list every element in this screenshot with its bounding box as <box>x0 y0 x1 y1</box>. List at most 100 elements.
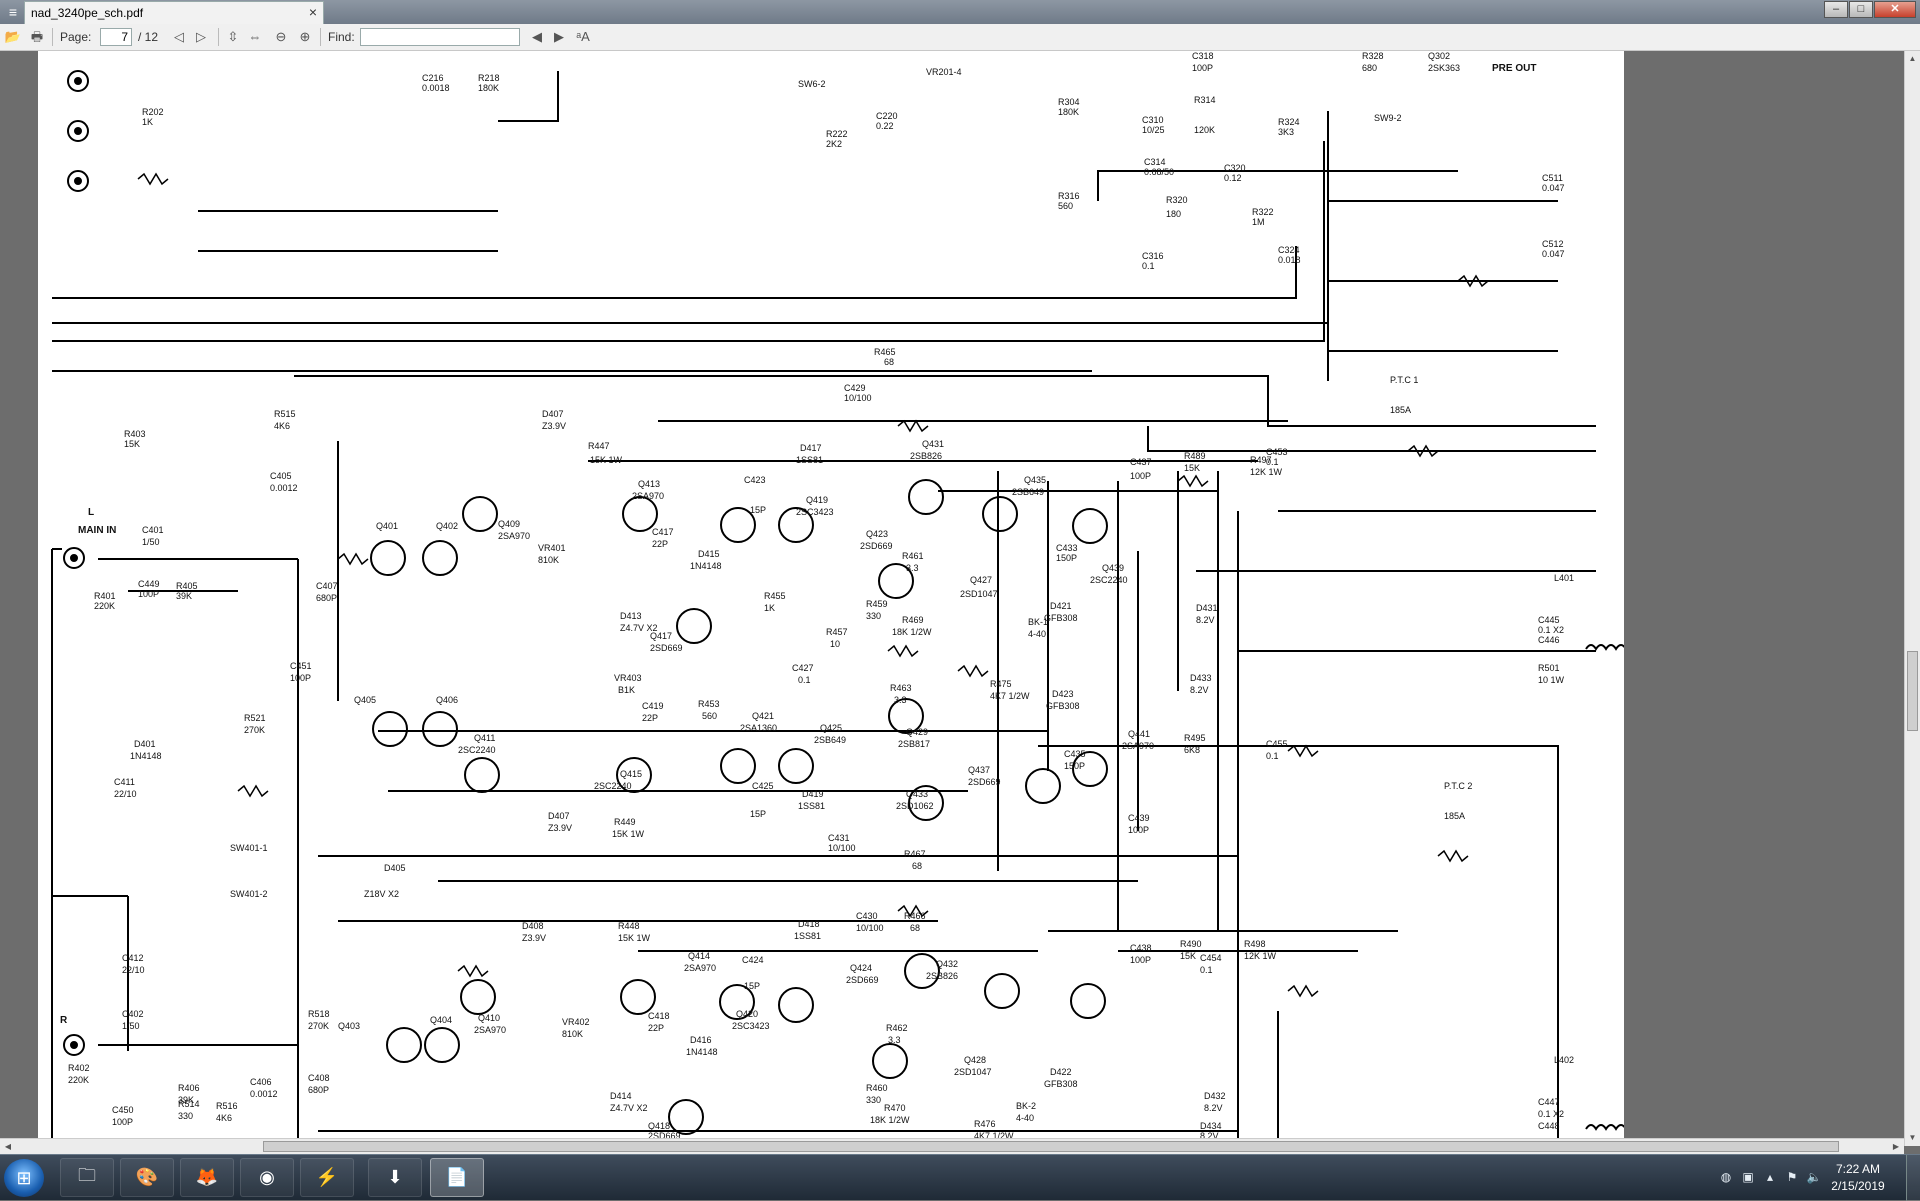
label-c310: C310 <box>1142 115 1164 125</box>
label-c450: C450 <box>112 1105 134 1115</box>
chrome-icon[interactable]: ◉ <box>240 1158 294 1197</box>
label-d401: D401 <box>134 739 156 749</box>
explorer-icon[interactable]: 🗀 <box>60 1158 114 1197</box>
label-c402: C402 <box>122 1009 144 1019</box>
label-r453: R453 <box>698 699 720 709</box>
horizontal-scroll-thumb[interactable] <box>263 1141 1839 1152</box>
label-d431-val: 8.2V <box>1196 615 1215 625</box>
title-bar: ≡ nad_3240pe_sch.pdf × – □ ✕ <box>0 0 1920 24</box>
label-d407b-val: Z3.9V <box>548 823 572 833</box>
open-icon[interactable]: 📂 <box>4 29 22 44</box>
document-viewport[interactable]: MAIN IN L R PRE OUT Q302 2SK363 R328 680… <box>0 51 1920 1146</box>
clock-date[interactable]: 2/15/2019 <box>1831 1179 1885 1193</box>
label-c435-val: 150P <box>1064 761 1085 771</box>
label-r316: R316 <box>1058 191 1080 201</box>
zoom-in-icon[interactable]: ⊕ <box>299 29 311 44</box>
label-d405-val: Z18V X2 <box>364 889 399 899</box>
find-input[interactable] <box>360 28 520 46</box>
label-d432: D432 <box>1204 1091 1226 1101</box>
app-tray-icon[interactable]: ▣ <box>1742 1170 1754 1184</box>
print-icon[interactable]: 🖶 <box>30 29 44 44</box>
label-c451: C451 <box>290 661 312 671</box>
pdf-reader-icon[interactable]: 📄 <box>430 1158 484 1197</box>
label-r462: R462 <box>886 1023 908 1033</box>
scroll-down-icon[interactable]: ▼ <box>1908 1133 1917 1142</box>
qbittorrent-icon[interactable]: ⬇ <box>368 1158 422 1197</box>
label-pre-out: PRE OUT <box>1492 63 1536 74</box>
scroll-up-icon[interactable]: ▲ <box>1908 54 1917 63</box>
label-q431-part: 2SB826 <box>910 451 942 461</box>
horizontal-scrollbar[interactable]: ◀ ▶ <box>0 1138 1904 1154</box>
tab-close-icon[interactable]: × <box>308 4 317 20</box>
minimize-button[interactable]: – <box>1824 1 1848 18</box>
label-q428: Q428 <box>964 1055 986 1065</box>
pdf-page: MAIN IN L R PRE OUT Q302 2SK363 R328 680… <box>38 51 1624 1141</box>
label-c320: C320 <box>1224 163 1246 173</box>
label-r459-val: 330 <box>866 611 881 621</box>
zoom-out-icon[interactable]: ⊖ <box>275 29 287 44</box>
label-r401: R401 <box>94 591 116 601</box>
label-c320-val: 0.12 <box>1224 173 1242 183</box>
label-r475-val: 4K7 1/2W <box>990 691 1030 701</box>
page-number-input[interactable] <box>100 28 132 46</box>
label-q415-part: 2SC2240 <box>594 781 632 791</box>
clock-time[interactable]: 7:22 AM <box>1835 1162 1881 1176</box>
scroll-right-icon[interactable]: ▶ <box>1892 1142 1900 1151</box>
next-page-icon[interactable]: ▷ <box>196 29 206 44</box>
match-case-icon[interactable]: ᵃA <box>576 29 590 44</box>
label-main-in: MAIN IN <box>78 525 116 536</box>
find-next-icon[interactable]: ▶ <box>554 29 564 44</box>
fit-page-icon[interactable]: ⇳ <box>227 29 239 44</box>
volume-icon[interactable]: 🔈 <box>1806 1170 1822 1184</box>
close-button[interactable]: ✕ <box>1874 1 1916 18</box>
label-r497-val: 12K 1W <box>1250 467 1283 477</box>
label-c429-val: 10/100 <box>844 393 872 403</box>
window-controls: – □ ✕ <box>1823 1 1916 19</box>
start-button[interactable]: ⊞ <box>4 1159 44 1197</box>
label-q432: Q432 <box>936 959 958 969</box>
document-tab[interactable]: nad_3240pe_sch.pdf × <box>24 1 324 24</box>
prev-page-icon[interactable]: ◁ <box>174 29 184 44</box>
vertical-scroll-thumb[interactable] <box>1907 651 1918 731</box>
label-r462-val: 3.3 <box>888 1035 901 1045</box>
action-center-flag-icon[interactable]: ⚑ <box>1786 1170 1798 1184</box>
label-r470: R470 <box>884 1103 906 1113</box>
label-c417-val: 22P <box>652 539 668 549</box>
firefox-icon[interactable]: 🦊 <box>180 1158 234 1197</box>
label-r516: R516 <box>216 1101 238 1111</box>
label-c455-val: 0.1 <box>1266 751 1279 761</box>
label-q410-part: 2SA970 <box>474 1025 506 1035</box>
paint-icon[interactable]: 🎨 <box>120 1158 174 1197</box>
label-c437-val: 100P <box>1130 471 1151 481</box>
show-desktop-button[interactable] <box>1906 1155 1920 1201</box>
ltspice-icon[interactable]: ⚡ <box>300 1158 354 1197</box>
label-d434-val: 8.2V <box>1200 1131 1219 1141</box>
fit-width-icon[interactable]: ⇔ <box>248 29 262 44</box>
label-c435: C435 <box>1064 749 1086 759</box>
system-tray: ◍ ▣ ▴ ⚑ 🔈 <box>1710 1155 1920 1201</box>
network-globe-icon[interactable]: ◍ <box>1720 1170 1732 1184</box>
label-d419-part: 1SS81 <box>798 801 825 811</box>
vertical-scrollbar[interactable]: ▲ ▼ <box>1904 51 1920 1146</box>
label-r314-val: 120K <box>1194 125 1215 135</box>
label-c419: C419 <box>642 701 664 711</box>
label-d407: D407 <box>542 409 564 419</box>
label-c427: C427 <box>792 663 814 673</box>
label-q423: Q423 <box>866 529 888 539</box>
label-q413: Q413 <box>638 479 660 489</box>
label-q414-part: 2SA970 <box>684 963 716 973</box>
label-d433: D433 <box>1190 673 1212 683</box>
menu-icon[interactable]: ≡ <box>8 4 18 20</box>
label-q417: Q417 <box>650 631 672 641</box>
label-c447: C447 <box>1538 1097 1560 1107</box>
label-q421-part: 2SA1360 <box>740 723 777 733</box>
label-c425: C425 <box>752 781 774 791</box>
scroll-left-icon[interactable]: ◀ <box>4 1142 12 1151</box>
label-c419-val: 22P <box>642 713 658 723</box>
tray-arrow-icon[interactable]: ▴ <box>1766 1170 1774 1184</box>
label-ptc1: P.T.C 1 <box>1390 375 1418 385</box>
maximize-button[interactable]: □ <box>1849 1 1873 18</box>
label-c216-val: 0.0018 <box>422 83 450 93</box>
label-bk2-val: 4-40 <box>1016 1113 1034 1123</box>
find-prev-icon[interactable]: ◀ <box>532 29 542 44</box>
